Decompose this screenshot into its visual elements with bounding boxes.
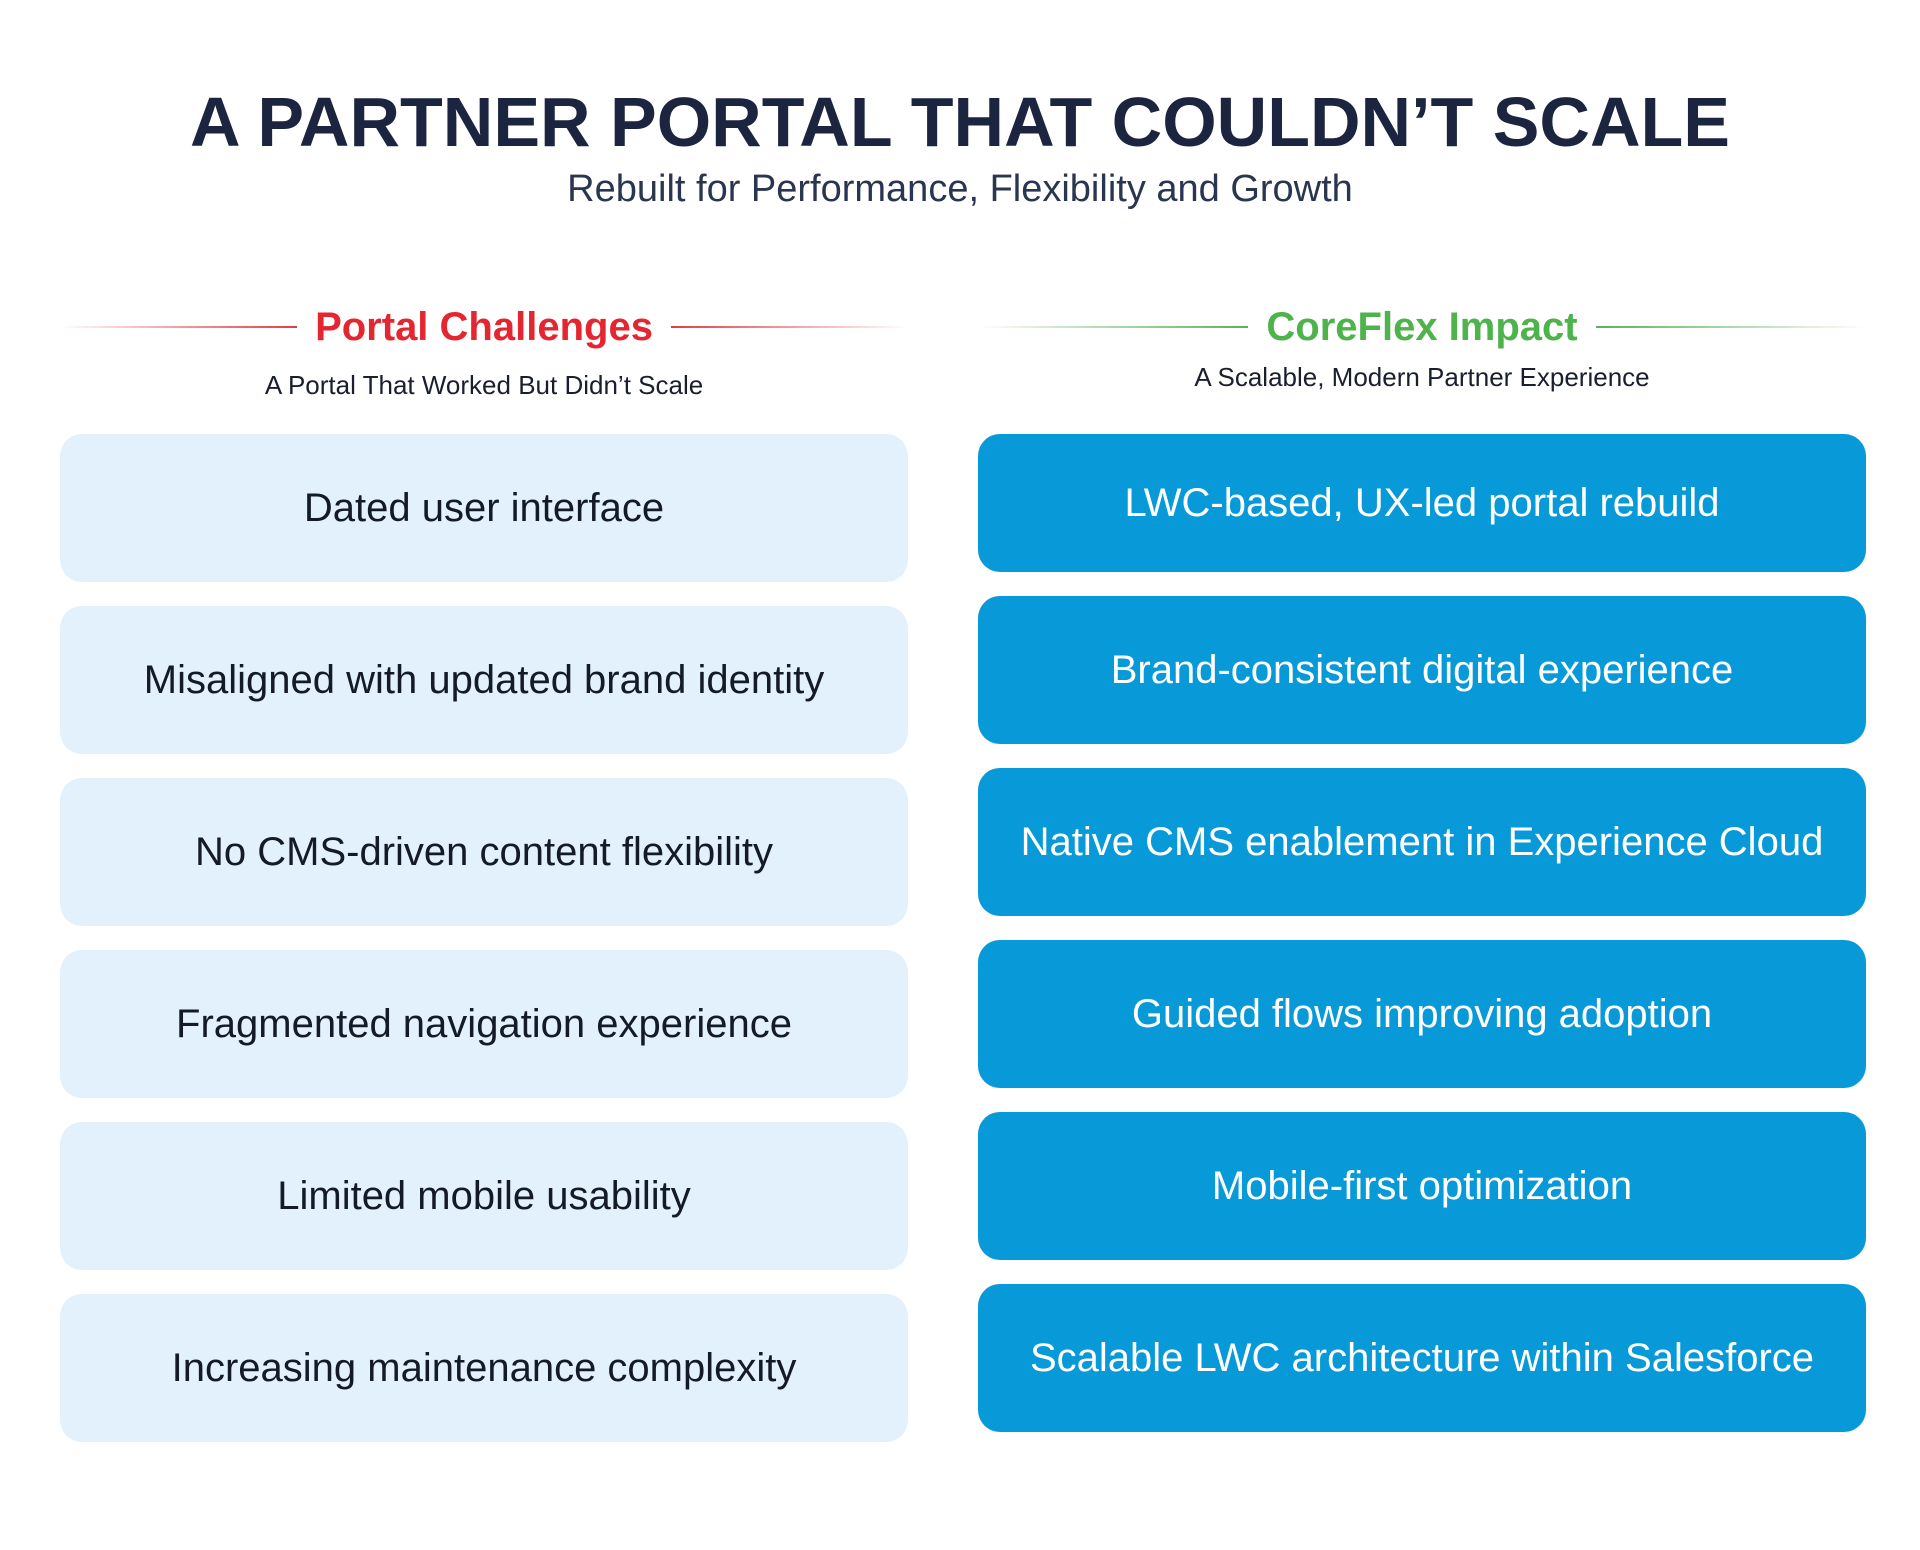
divider-line: [1595, 326, 1866, 328]
impact-card: Scalable LWC architecture within Salesfo…: [978, 1284, 1866, 1432]
impact-card: Brand-consistent digital experience: [978, 596, 1866, 744]
impact-subtitle: A Scalable, Modern Partner Experience: [1194, 362, 1650, 392]
divider-line: [978, 326, 1249, 328]
page-subtitle: Rebuilt for Performance, Flexibility and…: [567, 168, 1353, 210]
impact-header: CoreFlex Impact: [978, 302, 1866, 352]
impact-card: LWC-based, UX-led portal rebuild: [978, 434, 1866, 572]
challenges-list: Dated user interface Misaligned with upd…: [60, 434, 908, 1466]
challenge-card: Dated user interface: [60, 434, 908, 582]
challenge-card: No CMS-driven content flexibility: [60, 778, 908, 926]
challenges-column: Portal Challenges A Portal That Worked B…: [60, 302, 908, 1442]
impact-card: Native CMS enablement in Experience Clou…: [978, 768, 1866, 916]
impact-card: Mobile-first optimization: [978, 1112, 1866, 1260]
page-title: A PARTNER PORTAL THAT COULDN’T SCALE: [190, 83, 1730, 161]
challenge-card: Fragmented navigation experience: [60, 950, 908, 1098]
challenges-subtitle: A Portal That Worked But Didn’t Scale: [264, 370, 704, 400]
challenge-card: Limited mobile usability: [60, 1122, 908, 1270]
divider-line: [60, 326, 298, 328]
impact-card: Guided flows improving adoption: [978, 940, 1866, 1088]
impact-list: LWC-based, UX-led portal rebuild Brand-c…: [978, 434, 1866, 1456]
challenge-card: Misaligned with updated brand identity: [60, 606, 908, 754]
challenges-header: Portal Challenges: [60, 302, 908, 352]
divider-line: [670, 326, 908, 328]
challenge-card: Increasing maintenance complexity: [60, 1294, 908, 1442]
impact-column: CoreFlex Impact A Scalable, Modern Partn…: [978, 302, 1866, 1432]
challenges-title: Portal Challenges: [315, 304, 653, 349]
impact-title: CoreFlex Impact: [1266, 304, 1578, 349]
